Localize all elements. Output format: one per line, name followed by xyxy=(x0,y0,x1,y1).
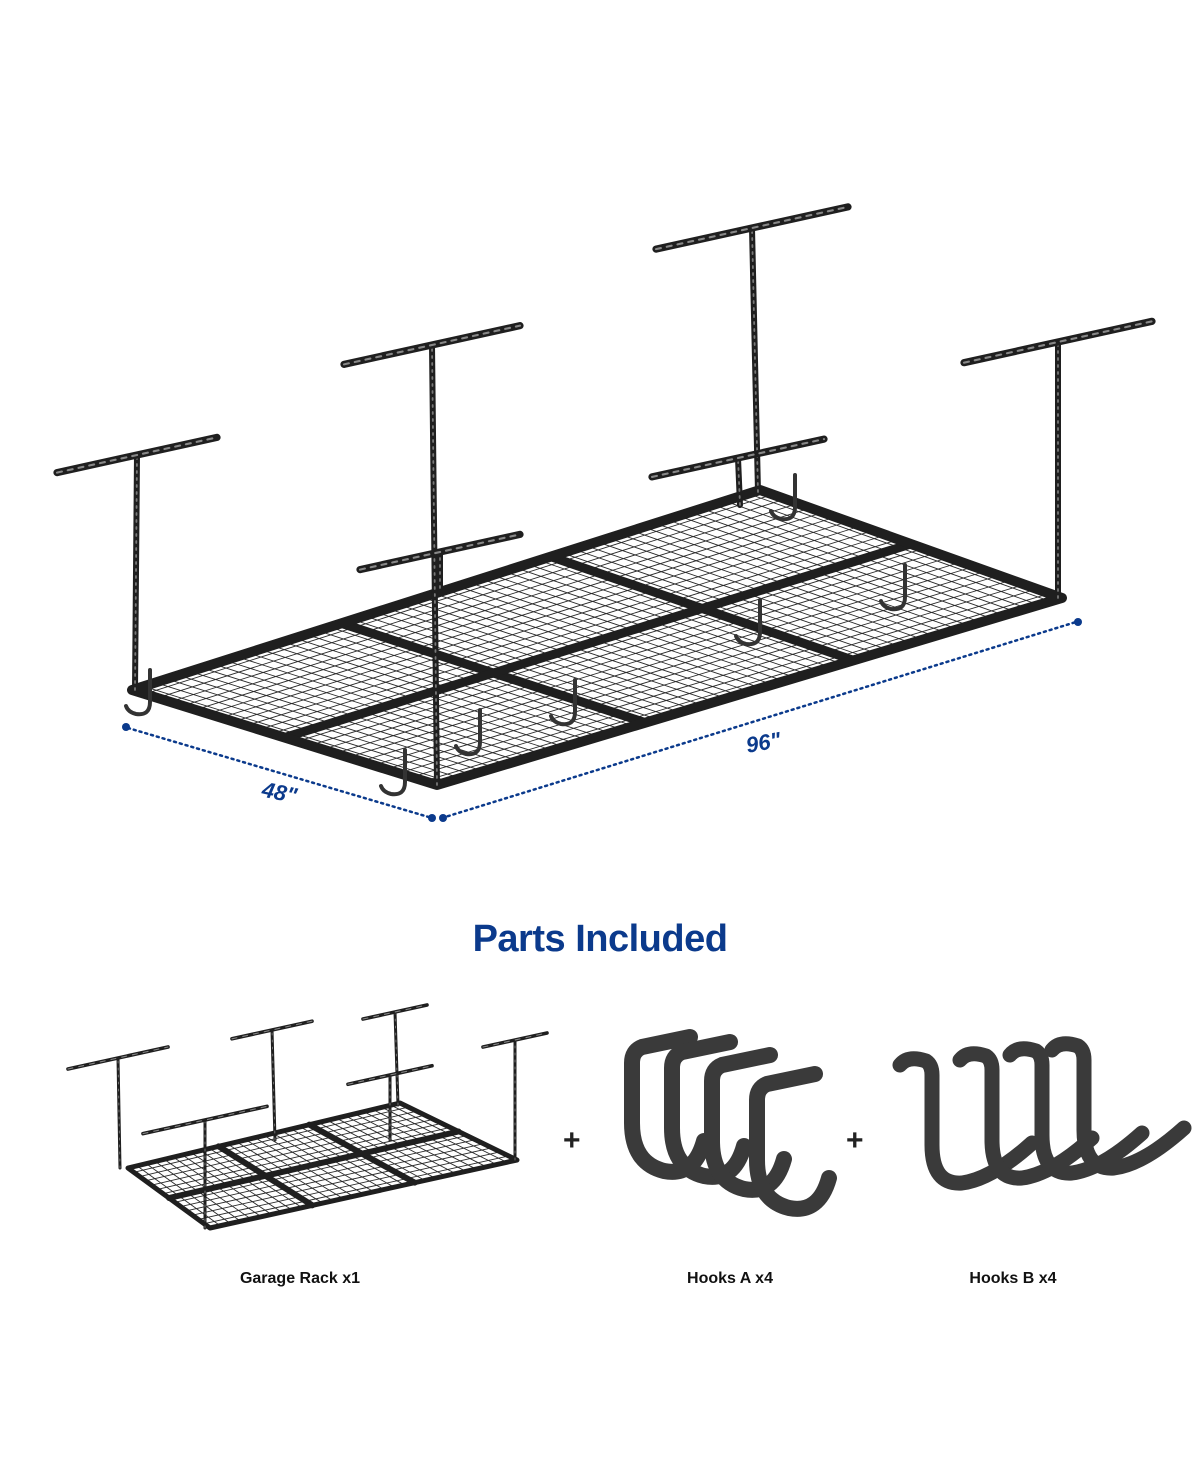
post-holes xyxy=(737,457,741,506)
dimension-arrow-icon xyxy=(428,814,436,822)
mesh-wire xyxy=(203,1155,510,1225)
parts-included-title: Parts Included xyxy=(472,918,728,960)
dimension-arrow-icon xyxy=(439,814,447,822)
length-dimension-line xyxy=(440,620,1078,820)
hook xyxy=(454,708,482,757)
mesh-wire xyxy=(258,534,887,731)
hook xyxy=(879,563,907,612)
mesh-wire xyxy=(180,1139,476,1208)
mesh-wire xyxy=(423,593,1050,782)
post-holes xyxy=(271,1029,276,1141)
bracket-slots xyxy=(962,320,1154,364)
hook xyxy=(549,678,577,727)
hook xyxy=(734,598,762,647)
part-icon-garage-rack xyxy=(66,1003,549,1231)
bracket-slots xyxy=(650,438,826,478)
bracket-slots xyxy=(654,205,850,251)
center-beam xyxy=(166,1128,462,1201)
mesh-wire xyxy=(271,539,899,734)
bracket-slots xyxy=(358,533,522,571)
mesh-wire xyxy=(233,525,862,723)
ceiling-bracket xyxy=(66,1045,170,1071)
rack-frame xyxy=(125,1100,520,1231)
upright-post xyxy=(270,1028,277,1142)
mesh-wire xyxy=(245,530,874,727)
post-holes xyxy=(134,454,138,691)
hook-b xyxy=(1044,1036,1192,1176)
post-holes xyxy=(394,1011,399,1106)
mesh-wire xyxy=(322,557,950,750)
mesh-wire xyxy=(174,1135,468,1203)
mesh-wire xyxy=(150,1118,434,1186)
mesh-wire xyxy=(296,548,925,742)
mesh-wire xyxy=(182,507,811,707)
dimension-arrow-icon xyxy=(122,723,130,731)
mesh-wire xyxy=(207,516,836,715)
hook xyxy=(769,473,797,522)
bracket-slots xyxy=(347,1065,433,1085)
mesh-wire xyxy=(411,588,1038,778)
post-holes xyxy=(751,227,759,493)
mesh-wire xyxy=(309,552,937,746)
bracket-slots xyxy=(482,1032,548,1048)
post-holes xyxy=(117,1057,121,1169)
part-label-garage-rack: Garage Rack x1 xyxy=(239,1270,361,1287)
hook-b xyxy=(952,1046,1100,1186)
mesh-wire xyxy=(197,1151,501,1220)
mesh-wire xyxy=(156,498,786,699)
mesh-wire xyxy=(195,512,824,711)
mesh-wire xyxy=(398,584,1025,774)
part-icon-hooks-b xyxy=(892,1036,1192,1191)
hook-a xyxy=(749,1066,837,1217)
hook-b xyxy=(892,1051,1040,1191)
mesh-wire xyxy=(334,561,962,754)
dimension-arrow-icon xyxy=(1074,618,1082,626)
mesh-wire xyxy=(145,1114,426,1182)
part-label-hooks-a: Hooks A x4 xyxy=(687,1270,773,1287)
hook xyxy=(379,748,407,797)
part-label-hooks-b: Hooks B x4 xyxy=(969,1270,1057,1287)
mesh-wire xyxy=(144,494,774,695)
dimension-lines xyxy=(122,618,1082,822)
mesh-wire xyxy=(169,503,799,703)
garage-rack-main xyxy=(53,203,1156,797)
hook xyxy=(124,668,152,717)
mesh-wire xyxy=(191,1147,493,1216)
mesh-wire xyxy=(133,1106,409,1173)
center-beam xyxy=(280,539,916,742)
mesh-wire xyxy=(186,1143,485,1212)
plus-sign: + xyxy=(846,1124,864,1157)
mesh-wire xyxy=(373,575,1000,766)
bracket-slots xyxy=(342,324,522,366)
mesh-wire xyxy=(347,566,975,758)
width-dimension-line xyxy=(126,726,434,820)
plus-sign: + xyxy=(563,1124,581,1157)
mesh-wire xyxy=(139,1110,418,1178)
mesh-wire xyxy=(220,521,849,719)
upright-post xyxy=(116,1056,122,1170)
bracket-slots xyxy=(362,1004,428,1020)
bracket-slots xyxy=(55,436,219,474)
rack-frame xyxy=(127,485,1067,790)
post-holes xyxy=(431,344,438,786)
ceiling-bracket xyxy=(141,1104,269,1136)
part-icon-hooks-a xyxy=(624,1029,837,1217)
mesh-wire xyxy=(385,579,1013,770)
bracket-slots xyxy=(231,1020,313,1040)
mesh-wire xyxy=(162,1126,451,1195)
